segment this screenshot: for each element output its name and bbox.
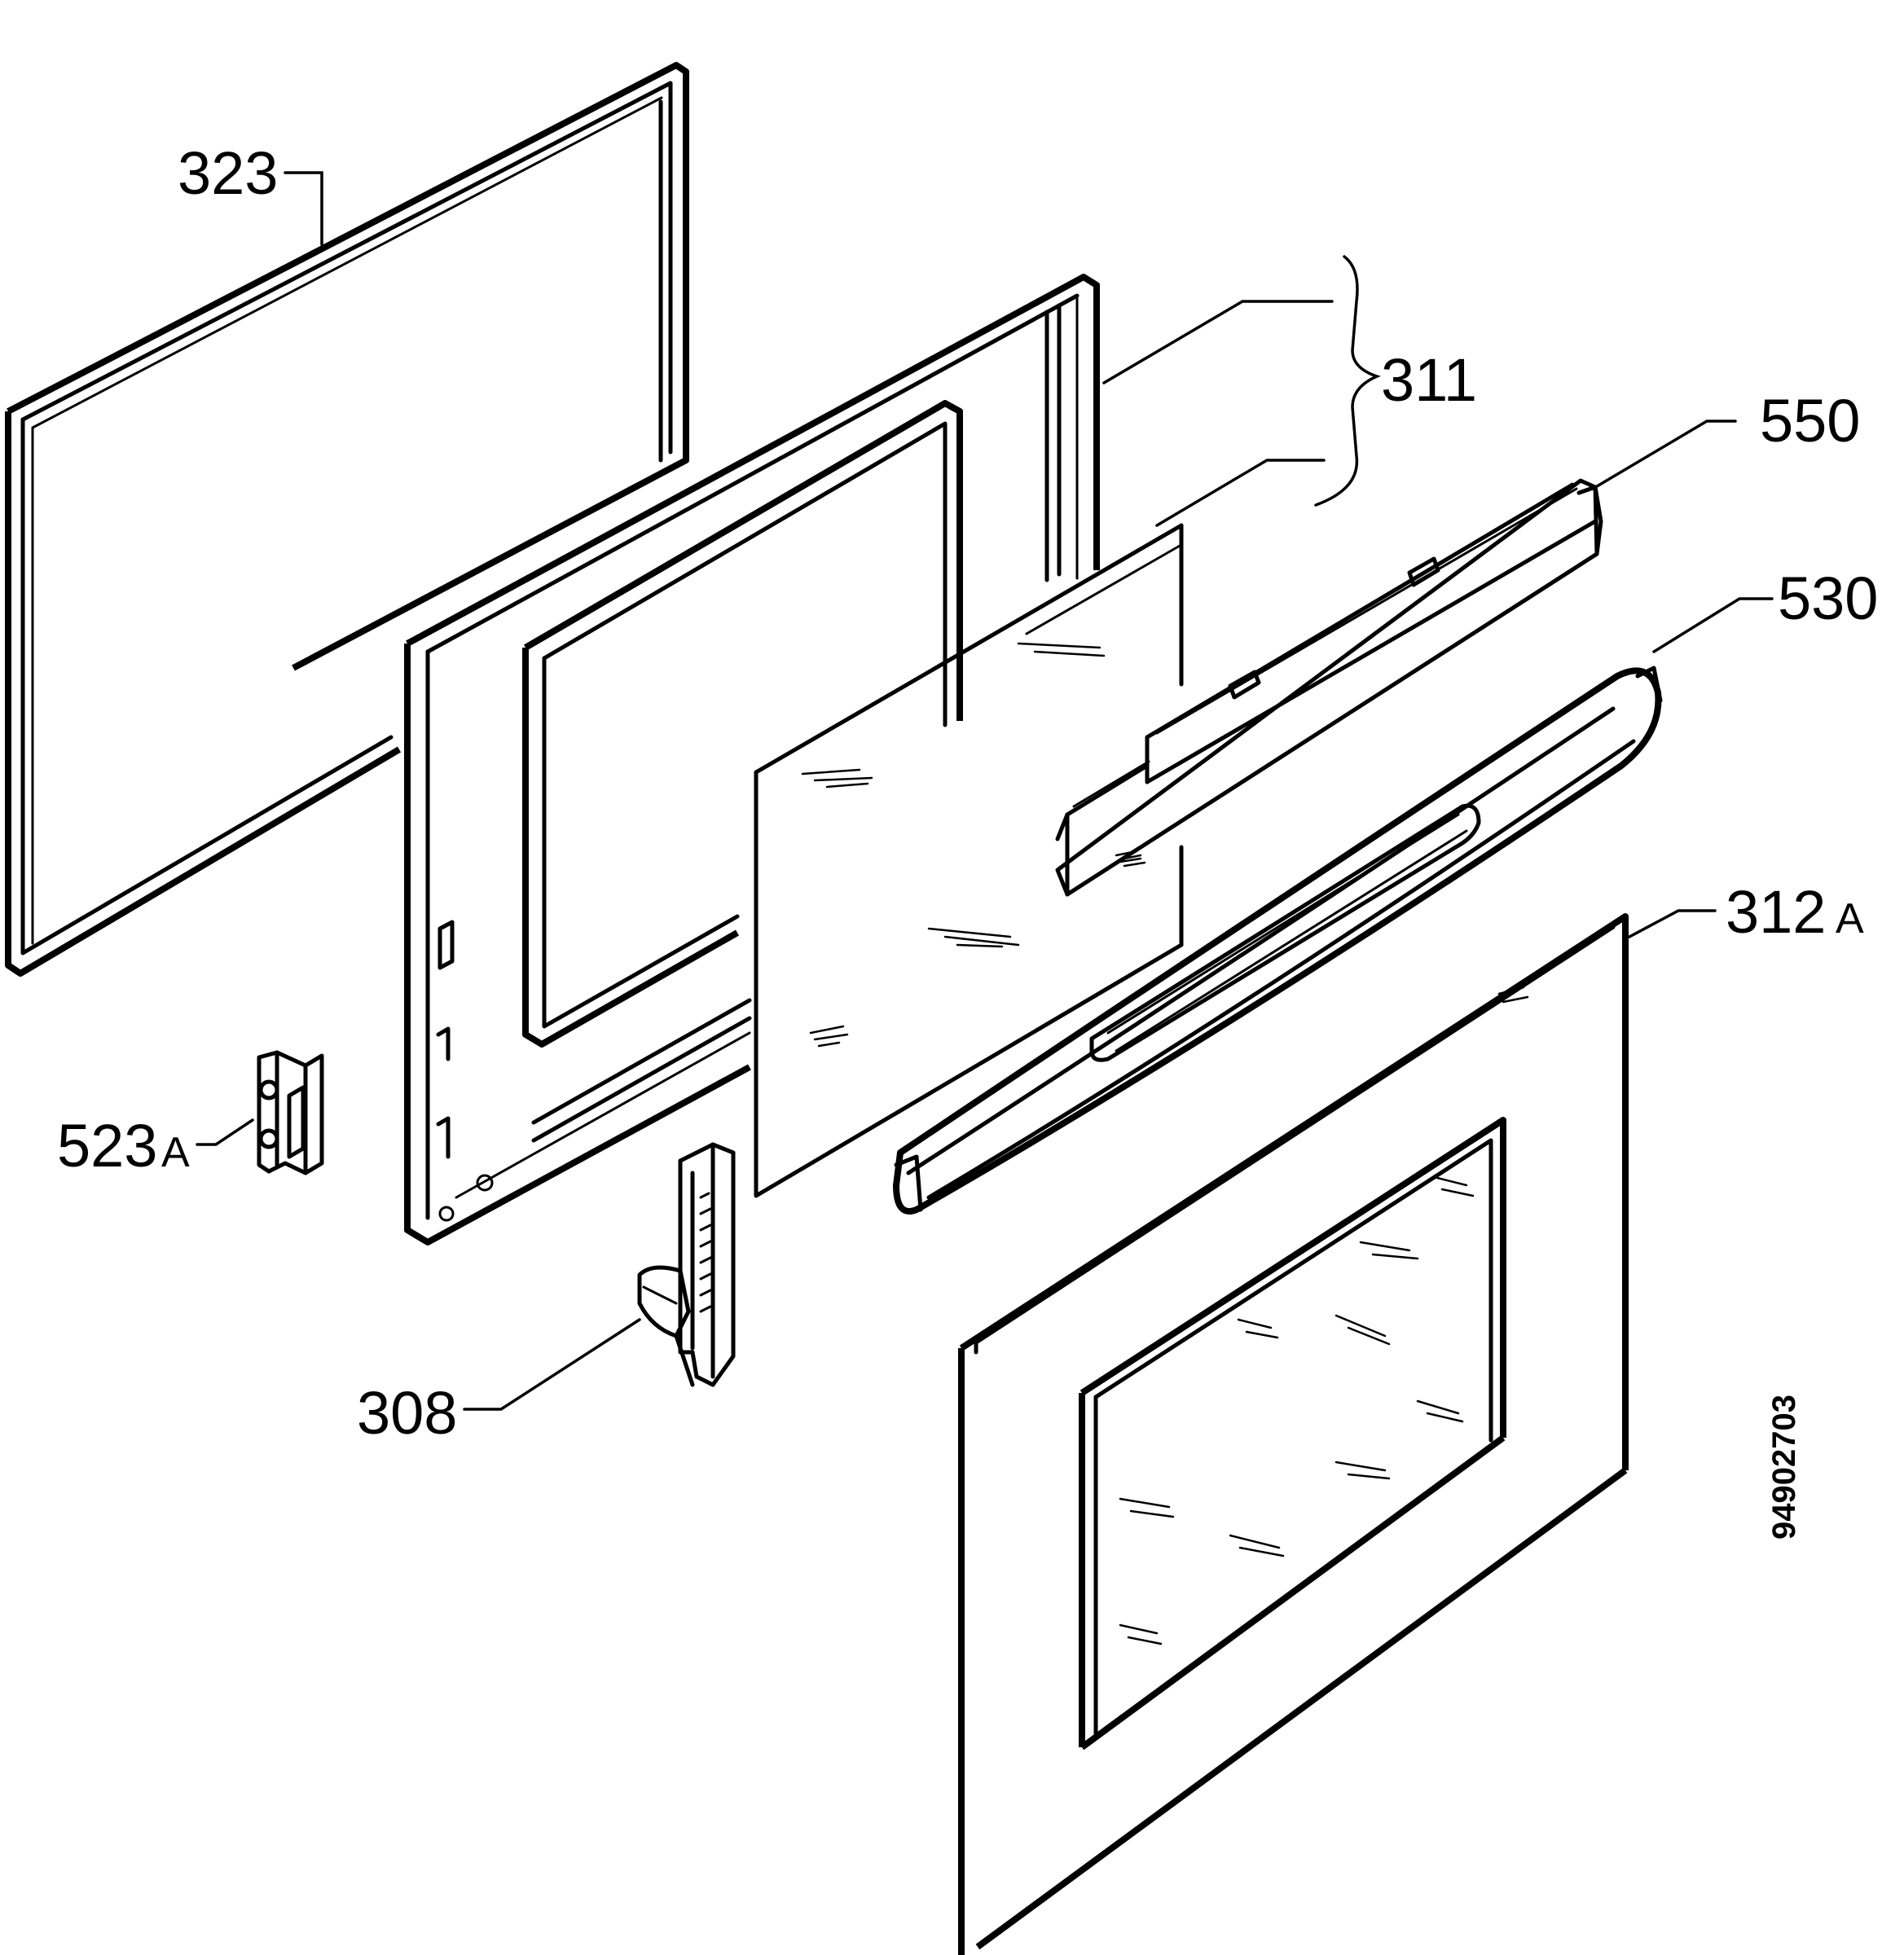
label-523-suffix: A bbox=[161, 1129, 190, 1176]
label-308: 308 bbox=[357, 1379, 457, 1447]
inner-door-frame-311 bbox=[404, 274, 1100, 1245]
part-labels: 323 311 550 530 312 A 523 A 308 94902703 bbox=[57, 139, 1878, 1540]
label-550: 550 bbox=[1760, 387, 1860, 455]
label-312-suffix: A bbox=[1836, 895, 1864, 942]
door-seal-323 bbox=[5, 62, 689, 977]
leader-lines bbox=[196, 171, 1774, 1411]
top-profile-550 bbox=[1055, 478, 1603, 897]
label-523-number: 523 bbox=[57, 1112, 157, 1180]
label-311: 311 bbox=[1381, 346, 1477, 414]
document-number: 94902703 bbox=[1766, 1395, 1802, 1540]
label-323: 323 bbox=[178, 139, 278, 207]
middle-glass-311 bbox=[754, 523, 1184, 1198]
outer-glass-312A bbox=[958, 913, 1629, 1955]
label-530: 530 bbox=[1778, 565, 1878, 632]
door-catch-523A bbox=[257, 1050, 324, 1175]
door-handle-530 bbox=[893, 666, 1663, 1215]
door-hinge-308 bbox=[637, 1142, 736, 1387]
label-312-number: 312 bbox=[1726, 878, 1826, 946]
